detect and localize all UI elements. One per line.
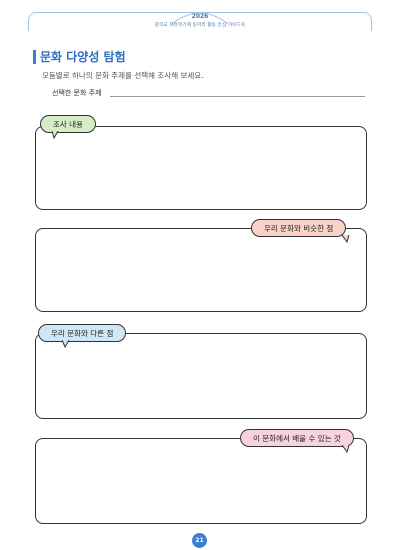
lessons-box[interactable] [35,438,367,524]
lessons-label: 이 문화에서 배울 수 있는 것 [240,429,354,447]
differences-label-tail [62,340,70,348]
similarities-label: 우리 문화와 비슷한 점 [251,219,347,237]
header-arc-decoration [171,12,229,25]
section-title: 문화 다양성 탐험 [40,50,126,64]
research-content-label: 조사 내용 [40,115,96,133]
lessons-label-tail [342,445,350,453]
instruction-text: 모둠별로 하나의 문화 주제를 선택해 조사해 보세요. [42,71,204,80]
header-year: 2026 [191,13,209,20]
header-subtitle: 중학교 자유학기제 동아리 활동 안심 가이드북 [154,23,246,28]
differences-label: 우리 문화와 다른 점 [38,324,127,342]
research-content-box[interactable] [35,126,367,210]
selected-topic-line[interactable] [110,96,365,97]
research-content-label-tail [52,131,59,139]
selected-topic-label: 선택한 문화 주제 [52,89,102,97]
page-number: 21 [192,533,207,548]
similarities-box[interactable] [35,228,367,312]
differences-box[interactable] [35,333,367,419]
section-title-bar [33,50,36,64]
similarities-label-tail [342,235,350,243]
